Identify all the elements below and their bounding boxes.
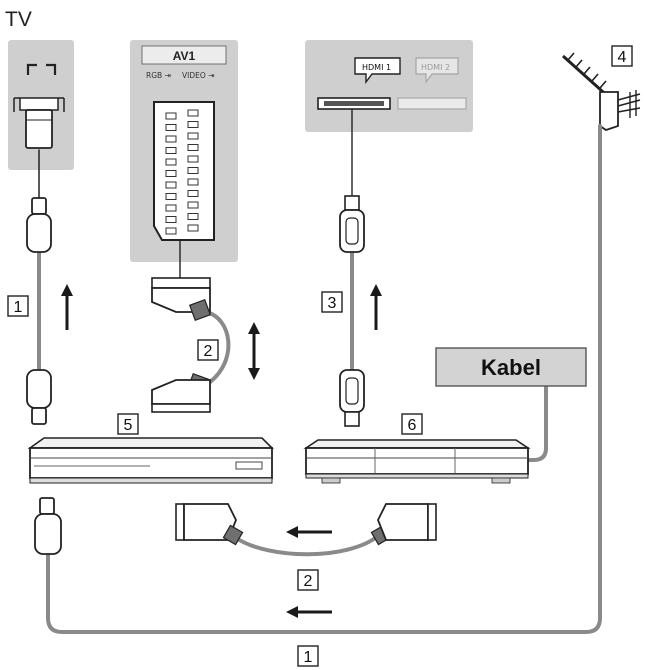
scart-pin (165, 204, 177, 212)
arrows (61, 284, 382, 618)
scart-pin (165, 216, 177, 223)
scart-pin (165, 158, 177, 166)
scart-pin (187, 213, 199, 220)
video-label: VIDEO ⇥ (182, 71, 214, 80)
scart-pin (165, 124, 177, 131)
svg-text:1: 1 (304, 649, 313, 666)
cable-box-device (303, 439, 531, 484)
scart-pin (165, 135, 177, 143)
badge-6-box: 6 (401, 413, 423, 435)
badge-1-left: 1 (7, 295, 29, 317)
svg-text:4: 4 (618, 49, 627, 66)
av1-title: AV1 (173, 49, 196, 63)
scart-plug-lower (151, 372, 211, 413)
scart-pin (187, 190, 199, 197)
scart-pin (187, 178, 199, 186)
badge-2-mid: 2 (197, 339, 219, 361)
antenna-plug-bottom (34, 497, 62, 555)
badge-4-antenna: 4 (611, 45, 633, 67)
scart-pin (165, 170, 177, 177)
av1-panel: AV1 RGB ⇥ VIDEO ⇥ (130, 40, 238, 262)
scart-pin (165, 181, 177, 189)
scart-pin (165, 112, 177, 120)
hdmi-plug-lower (339, 369, 365, 427)
scart-socket-icon (153, 101, 215, 241)
number-badges: 1 2 3 4 5 6 2 1 (7, 45, 633, 667)
scart-pin (187, 121, 199, 128)
scart-pin (165, 147, 177, 154)
roof-antenna-icon (561, 52, 641, 131)
scart-plug-upper (151, 277, 212, 322)
arrow-up-antenna (61, 284, 73, 330)
kabel-source: Kabel (435, 347, 587, 387)
antenna-plug-upper (26, 197, 52, 253)
scart-pin (187, 224, 199, 232)
kabel-label: Kabel (481, 355, 541, 380)
hdmi-plug-upper (339, 195, 365, 253)
title-tv: TV (5, 8, 32, 31)
hdmi-panel: HDMI 1 HDMI 2 (305, 40, 473, 132)
arrow-up-hdmi (370, 284, 382, 330)
svg-text:6: 6 (408, 417, 417, 434)
arrow-updown-scart (248, 322, 260, 380)
scart-pin (165, 193, 177, 200)
hdmi2-label: HDMI 2 (421, 63, 450, 72)
badge-3-hdmi: 3 (321, 291, 343, 313)
cables (37, 109, 602, 634)
badge-2-bottom: 2 (297, 569, 319, 591)
antenna-plug-icon (13, 97, 65, 149)
scart-pin (187, 109, 199, 117)
hdmi2-port (397, 97, 467, 110)
scart-plug-bottom-left (175, 503, 244, 546)
antenna-socket-panel (8, 40, 74, 170)
antenna-socket-icon (26, 63, 57, 75)
rgb-label: RGB ⇥ (146, 71, 171, 80)
svg-text:5: 5 (124, 417, 133, 434)
recorder-device (27, 437, 274, 484)
svg-text:3: 3 (328, 295, 337, 312)
badge-1-bottom: 1 (297, 645, 319, 667)
scart-pin (187, 144, 199, 151)
scart-pin (187, 201, 199, 209)
svg-text:2: 2 (204, 343, 213, 360)
scart-plug-bottom-right (370, 503, 437, 546)
arrow-left-antenna-bottom (286, 606, 332, 618)
antenna-plug-lower (26, 369, 52, 425)
arrow-left-scart-bottom (286, 526, 332, 538)
scart-pin (165, 227, 177, 235)
hdmi1-label: HDMI 1 (362, 63, 391, 72)
scart-pin (187, 167, 199, 174)
connectors (26, 195, 437, 555)
scart-pin (187, 132, 199, 140)
scart-pin (187, 155, 199, 163)
svg-text:1: 1 (14, 299, 23, 316)
badge-5-recorder: 5 (117, 413, 139, 435)
svg-text:2: 2 (304, 573, 313, 590)
